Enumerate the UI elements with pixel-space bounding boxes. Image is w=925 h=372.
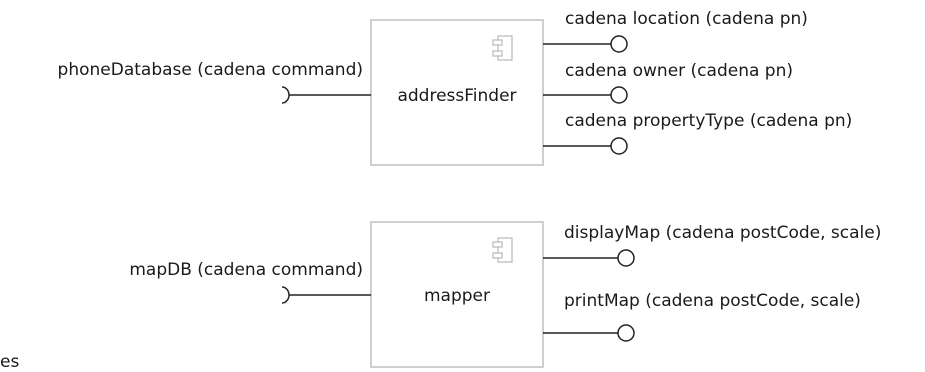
provided-interface-label: displayMap (cadena postCode, scale) <box>564 223 882 243</box>
provided-interface-label: printMap (cadena postCode, scale) <box>564 291 861 311</box>
partial-caption: es <box>0 352 20 372</box>
component-icon <box>492 237 513 263</box>
required-interface-label: mapDB (cadena command) <box>129 260 363 280</box>
component-name: addressFinder <box>397 86 517 106</box>
component-name: mapper <box>423 286 490 306</box>
component-icon <box>492 35 513 61</box>
provided-interface-lollipop <box>543 86 628 104</box>
provided-interface-label: cadena owner (cadena pn) <box>565 61 793 81</box>
required-interface-label: phoneDatabase (cadena command) <box>57 60 363 80</box>
provided-interface-lollipop <box>543 324 635 342</box>
provided-interface-lollipop <box>543 249 635 267</box>
provided-interface-lollipop <box>543 137 628 155</box>
provided-interface-label: cadena location (cadena pn) <box>565 9 808 29</box>
provided-interface-lollipop <box>543 35 628 53</box>
provided-interface-label: cadena propertyType (cadena pn) <box>565 111 853 131</box>
addressfinder-box <box>370 19 544 166</box>
required-interface-socket <box>281 286 371 304</box>
required-interface-socket <box>281 86 371 104</box>
